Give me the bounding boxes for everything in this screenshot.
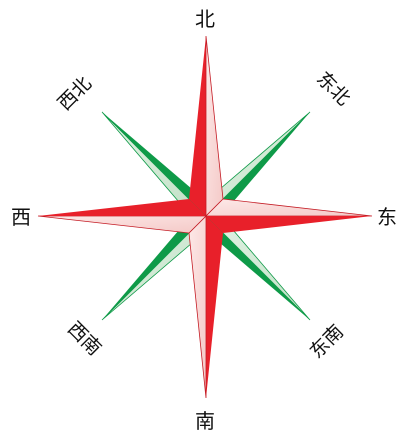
label-southwest: 西南 [63, 318, 105, 360]
south-point [189, 216, 223, 398]
label-southeast: 东南 [306, 321, 348, 363]
label-east: 东 [377, 205, 397, 229]
label-south: 南 [195, 409, 215, 433]
north-point [189, 36, 223, 216]
label-northeast: 东北 [312, 68, 354, 110]
label-west: 西 [11, 205, 31, 229]
east-point [206, 199, 372, 233]
west-point [38, 199, 206, 233]
label-north: 北 [195, 7, 215, 31]
label-northwest: 西北 [54, 73, 96, 115]
